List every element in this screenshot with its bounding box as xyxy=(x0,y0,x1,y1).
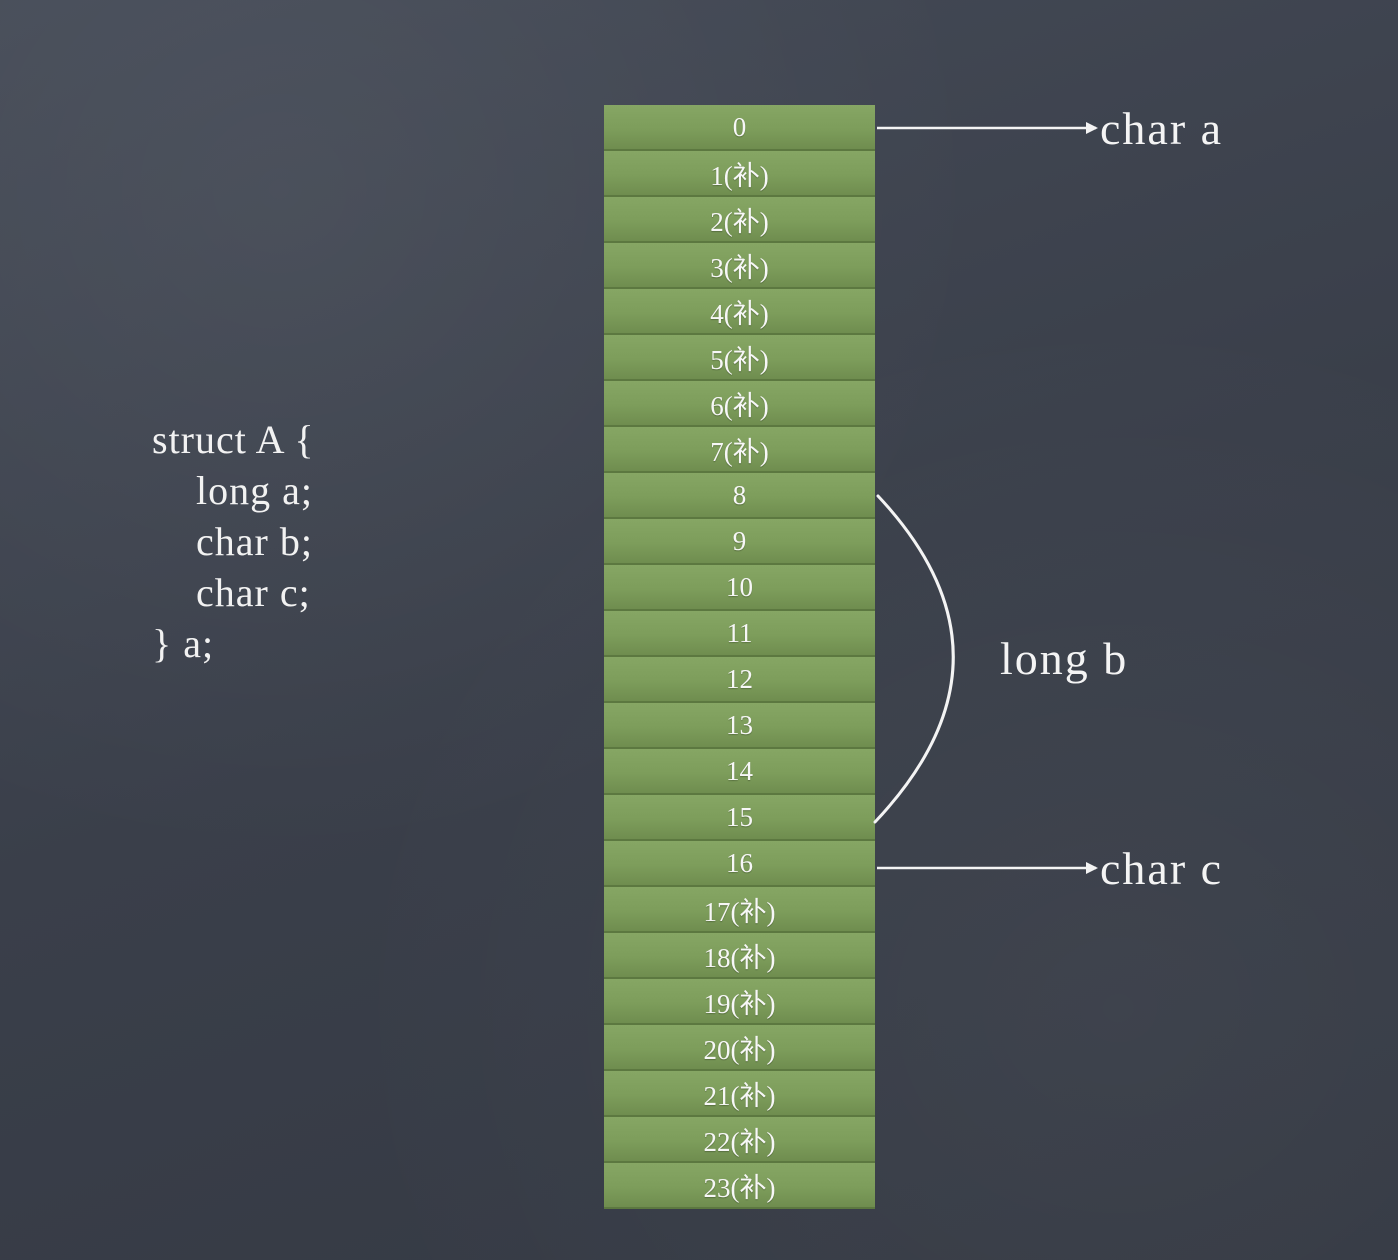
memory-cell: 10 xyxy=(604,565,875,611)
memory-cell: 8 xyxy=(604,473,875,519)
memory-cell: 14 xyxy=(604,749,875,795)
memory-cell: 5(补) xyxy=(604,335,875,381)
memory-cell: 19(补) xyxy=(604,979,875,1025)
code-line: long a; xyxy=(152,468,313,513)
memory-cell: 15 xyxy=(604,795,875,841)
memory-cell: 6(补) xyxy=(604,381,875,427)
memory-cell: 11 xyxy=(604,611,875,657)
memory-cell: 20(补) xyxy=(604,1025,875,1071)
memory-cell: 18(补) xyxy=(604,933,875,979)
memory-cell: 23(补) xyxy=(604,1163,875,1209)
memory-cell: 3(补) xyxy=(604,243,875,289)
memory-cell: 21(补) xyxy=(604,1071,875,1117)
label-char-c: char c xyxy=(1100,843,1224,894)
memory-cell: 13 xyxy=(604,703,875,749)
memory-cell: 0 xyxy=(604,105,875,151)
memory-cell: 16 xyxy=(604,841,875,887)
memory-cell: 9 xyxy=(604,519,875,565)
code-line: struct A { xyxy=(152,417,315,462)
memory-cell: 4(补) xyxy=(604,289,875,335)
memory-cell: 1(补) xyxy=(604,151,875,197)
struct-code-block: struct A { long a; char b; char c; } a; xyxy=(152,414,315,669)
memory-cell: 7(补) xyxy=(604,427,875,473)
label-char-a: char a xyxy=(1100,103,1224,154)
brace-long-b xyxy=(873,494,955,824)
code-line: char b; xyxy=(152,519,313,564)
memory-cell: 12 xyxy=(604,657,875,703)
memory-cell: 2(补) xyxy=(604,197,875,243)
code-line: char c; xyxy=(152,570,311,615)
label-long-b: long b xyxy=(1000,633,1129,684)
memory-cell: 22(补) xyxy=(604,1117,875,1163)
code-line: } a; xyxy=(152,621,215,666)
memory-cell: 17(补) xyxy=(604,887,875,933)
